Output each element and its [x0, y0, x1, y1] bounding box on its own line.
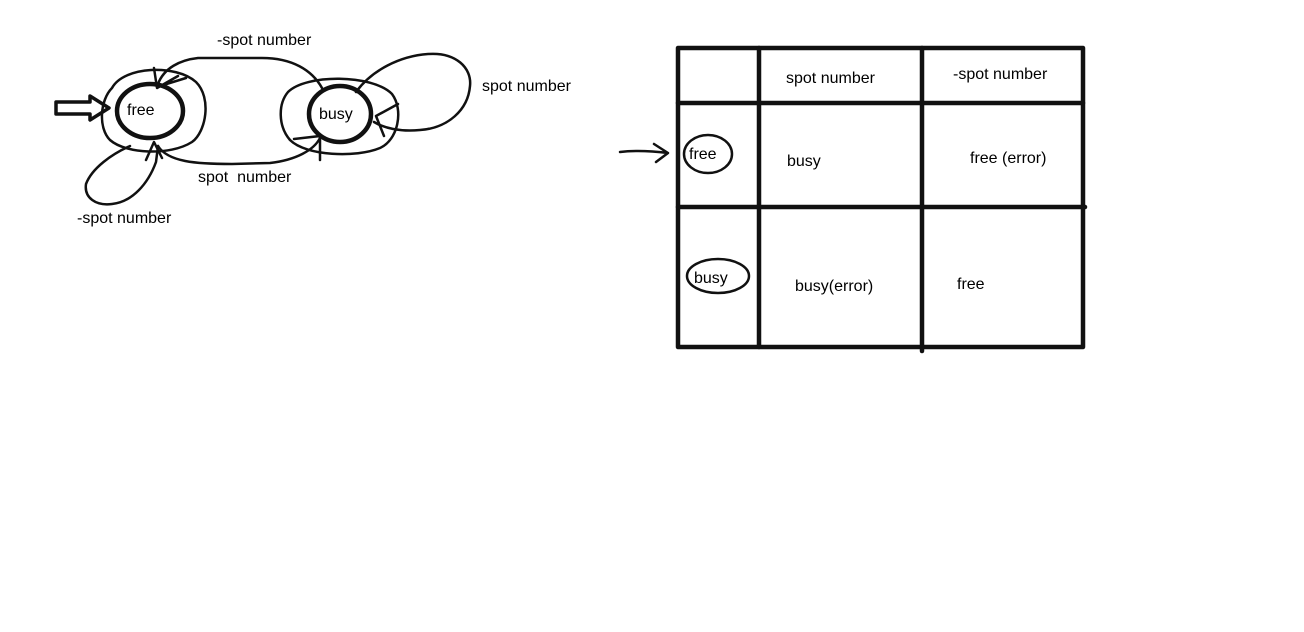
transition-busy-to-free-arrowhead	[152, 66, 188, 90]
start-state-pointer	[618, 142, 670, 164]
busy-self-loop-curve	[354, 52, 472, 132]
table-row-busy-state-circle	[685, 257, 751, 295]
transition-free-to-busy-label: spot number	[198, 169, 292, 186]
busy-self-loop-label: spot number	[482, 78, 572, 95]
transition-free-to-busy-curve	[156, 136, 322, 166]
table-header-not-spot-number: -spot number	[953, 66, 1048, 83]
table-row-busy-state-label: busy	[694, 270, 728, 287]
free-self-loop-arrowhead	[144, 140, 164, 162]
transition-busy-to-free-label: -spot number	[217, 32, 312, 49]
initial-state-arrow	[54, 94, 111, 122]
transition-busy-to-free-curve	[156, 56, 324, 90]
free-state-outer-ring	[100, 68, 207, 153]
table-border	[675, 45, 1086, 350]
table-row-free-state-circle	[682, 133, 734, 175]
free-self-loop-curve	[84, 144, 160, 206]
table-cell-free-spot-number: busy	[787, 153, 821, 170]
free-self-loop-label: -spot number	[77, 210, 172, 227]
table-cell-free-not-spot-number: free (error)	[970, 150, 1046, 167]
busy-state-circle	[306, 83, 374, 145]
free-state-circle	[114, 81, 186, 141]
free-state-label: free	[127, 102, 155, 119]
table-cell-busy-not-spot-number: free	[957, 276, 985, 293]
transition-free-to-busy-arrowhead	[292, 134, 322, 162]
busy-state-outer-ring	[279, 77, 400, 156]
table-header-spot-number: spot number	[786, 70, 876, 87]
busy-state-label: busy	[319, 106, 353, 123]
state-diagram: free busy -spot number spot number spot …	[54, 32, 572, 227]
table-row-free-state-label: free	[689, 146, 717, 163]
busy-self-loop-arrowhead	[374, 102, 400, 138]
transition-table: spot number -spot number free busy free …	[618, 45, 1088, 354]
table-cell-busy-spot-number: busy(error)	[795, 278, 873, 295]
